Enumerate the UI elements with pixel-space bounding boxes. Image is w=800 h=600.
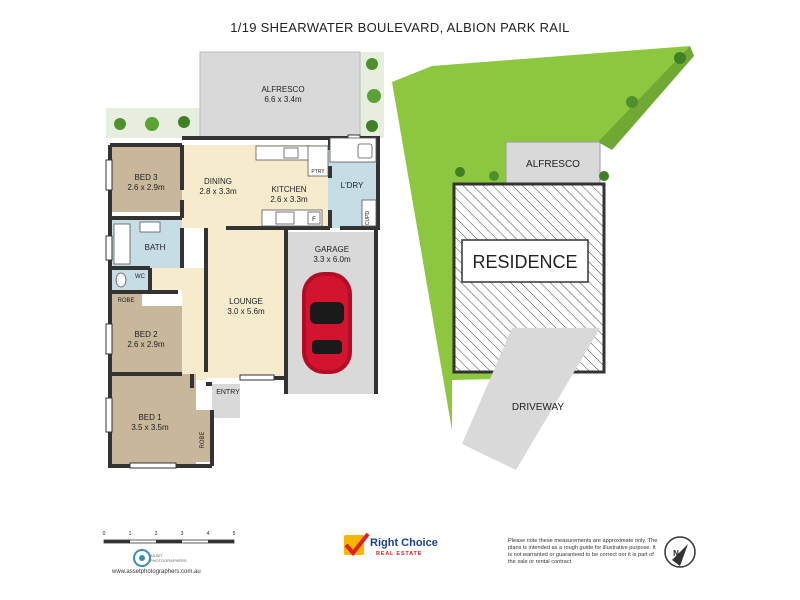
lounge-room (206, 228, 286, 378)
cupboard-label: CUPD (365, 211, 371, 226)
fridge-label: F (312, 217, 316, 223)
agency-logo: Right Choice REAL ESTATE (344, 535, 464, 565)
site-alfresco-label: ALFRESCO (526, 159, 580, 170)
driveway-label: DRIVEWAY (512, 402, 565, 413)
robe-bed2-label: ROBE (117, 298, 134, 304)
lounge-label: LOUNGE (229, 297, 263, 306)
hall-lower-area (182, 290, 206, 380)
car-illustration (302, 272, 352, 374)
bed3-size: 2.6 x 2.9m (127, 183, 165, 192)
agency-tagline: REAL ESTATE (376, 551, 423, 557)
bed3-label: BED 3 (134, 173, 158, 182)
scale-tick-0: 0 (103, 531, 106, 537)
kitchen-label: KITCHEN (271, 185, 306, 194)
garage-label: GARAGE (315, 245, 349, 254)
dining-label: DINING (204, 177, 232, 186)
checkmark-icon (344, 532, 370, 557)
agency-name: Right Choice (370, 537, 438, 549)
camera-icon (133, 549, 151, 567)
bed1-room (112, 374, 196, 464)
alfresco-size: 6.6 x 3.4m (264, 95, 302, 104)
shrubs-left (114, 58, 381, 132)
driveway-area (462, 328, 600, 470)
lounge-size: 3.0 x 5.6m (227, 307, 265, 316)
garage-size: 3.3 x 6.0m (313, 255, 351, 264)
alfresco-label: ALFRESCO (261, 85, 304, 94)
alfresco-area (199, 51, 361, 139)
scale-tick-1: 1 (129, 531, 132, 537)
scale-tick-5: 5 (233, 531, 236, 537)
entry-area (212, 384, 240, 418)
residence-label: RESIDENCE (472, 252, 577, 272)
windows (105, 134, 361, 469)
scale-tick-3: 3 (181, 531, 184, 537)
pantry-label: PTRY (311, 169, 325, 175)
bed1-label: BED 1 (138, 413, 162, 422)
dining-size: 2.8 x 3.3m (199, 187, 237, 196)
entry-label: ENTRY (216, 389, 240, 396)
scale-tick-4: 4 (207, 531, 210, 537)
site-alfresco-area (505, 141, 601, 185)
bed1-size: 3.5 x 3.5m (131, 423, 169, 432)
bed2-room (112, 306, 192, 372)
residence-label-box (461, 239, 589, 283)
photographer-website: www.assetphotographers.com.au (112, 569, 201, 575)
scale-tick-2: 2 (155, 531, 158, 537)
disclaimer-text: Please note these measurements are appro… (508, 538, 658, 565)
photographer-name: ASSET PHOTOGRAPHERS (150, 553, 187, 563)
bed3-room (112, 145, 182, 212)
bath-label: BATH (145, 243, 166, 252)
bed2-size: 2.6 x 2.9m (127, 340, 165, 349)
scale-bar: 0 1 2 3 4 5 (103, 531, 236, 544)
wc-label: WC (135, 274, 146, 280)
north-arrow-icon: N (664, 536, 696, 568)
laundry-label: L'DRY (341, 181, 364, 190)
page-title: 1/19 SHEARWATER BOULEVARD, ALBION PARK R… (230, 20, 570, 35)
bath-fixtures (113, 221, 161, 288)
robe-bed1-area (194, 410, 212, 462)
bed2-label: BED 2 (134, 330, 158, 339)
hall-area (152, 268, 206, 290)
kitchen-fixtures (255, 137, 377, 227)
robe-bed1-label: ROBE (200, 431, 206, 448)
lawn-strip (598, 46, 694, 150)
kitchen-size: 2.6 x 3.3m (270, 195, 308, 204)
svg-text:N: N (673, 549, 679, 558)
site-plan: ALFRESCO RESIDENCE DRIVEWAY (392, 46, 694, 470)
robe-bed2-area (112, 292, 142, 306)
